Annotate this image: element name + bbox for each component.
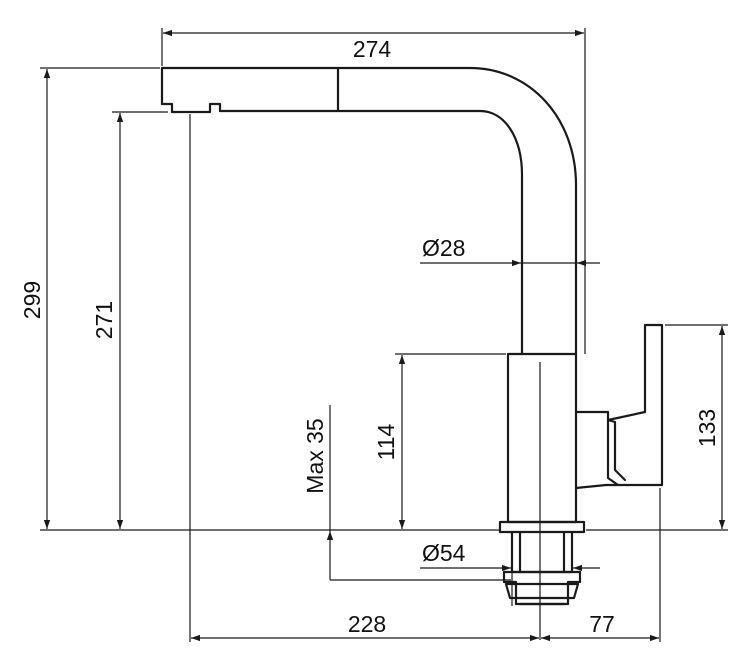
spout-outer bbox=[336, 66, 578, 356]
spout-inner bbox=[218, 109, 524, 356]
faucet-outline bbox=[160, 66, 664, 606]
lever-joint bbox=[606, 418, 627, 487]
lever-handle bbox=[574, 323, 664, 490]
dimension-lines bbox=[43, 29, 726, 642]
label-271: 271 bbox=[91, 301, 117, 339]
center-lines bbox=[189, 114, 541, 642]
label-228: 228 bbox=[348, 611, 386, 637]
label-dia28: Ø28 bbox=[422, 235, 465, 261]
extension-lines bbox=[40, 28, 728, 642]
label-299: 299 bbox=[19, 281, 45, 319]
label-77: 77 bbox=[589, 611, 615, 637]
faucet-body bbox=[506, 352, 578, 524]
aerator-tip bbox=[160, 102, 222, 114]
label-dia54: Ø54 bbox=[422, 540, 466, 566]
spout-head bbox=[160, 66, 340, 106]
base-plate bbox=[498, 520, 586, 534]
dimension-labels: 274 299 271 114 Max 35 133 Ø28 Ø54 228 7… bbox=[19, 36, 720, 637]
label-max35: Max 35 bbox=[302, 418, 328, 493]
mounting-nut bbox=[502, 570, 582, 606]
label-274: 274 bbox=[353, 36, 392, 62]
label-114: 114 bbox=[373, 423, 399, 460]
label-133: 133 bbox=[694, 409, 720, 447]
